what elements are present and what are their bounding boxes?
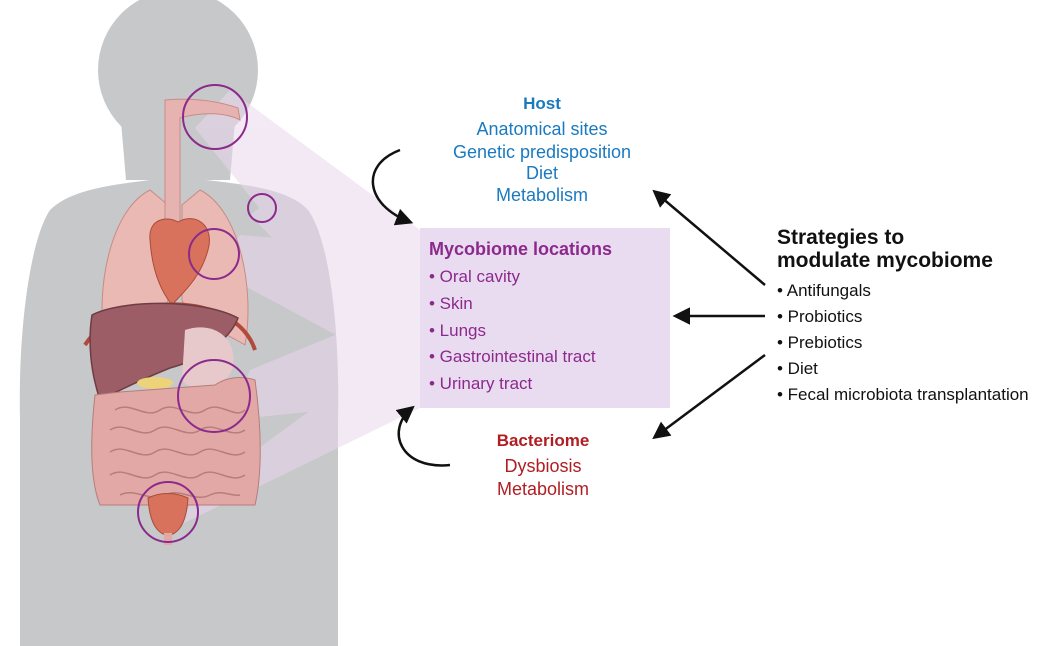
strategies-to-bacteriome-arrow xyxy=(652,353,766,440)
strategy-prebiotics: • Prebiotics xyxy=(777,333,863,352)
bacteriome-title: Bacteriome xyxy=(496,431,590,450)
skin-circle xyxy=(247,193,277,223)
strategy-probiotics: • Probiotics xyxy=(777,307,863,326)
lungs-circle xyxy=(188,228,240,280)
location-skin: • Skin xyxy=(429,294,473,313)
strategy-antifungals: • Antifungals xyxy=(777,281,871,300)
host-to-locations-arrow xyxy=(371,148,414,226)
strategies-title: Strategies to modulate mycobiome xyxy=(777,226,993,272)
strategies-title-line1: Strategies to xyxy=(777,226,905,249)
bacteriome-item-dysbiosis: Dysbiosis xyxy=(504,456,582,476)
location-urinary-tract: • Urinary tract xyxy=(429,374,533,393)
urinary-tract-circle xyxy=(137,481,199,543)
stomach xyxy=(137,327,234,390)
gastrointestinal-circle xyxy=(177,359,251,433)
esophagus-icon xyxy=(164,98,241,231)
bladder-icon xyxy=(147,493,189,545)
mycobiome-title: Mycobiome locations xyxy=(429,239,613,259)
mycobiome-locations-box xyxy=(420,228,670,408)
location-oral-cavity: • Oral cavity xyxy=(429,267,520,286)
location-gastrointestinal-tract: • Gastrointestinal tract xyxy=(429,347,596,366)
highlight-circles xyxy=(137,84,277,543)
intestines-icon xyxy=(91,377,261,506)
strategies-title-line2: modulate mycobiome xyxy=(777,249,993,273)
host-item-metabolism: Metabolism xyxy=(495,185,589,205)
strategy-diet: • Diet xyxy=(777,359,818,378)
strategies-to-host-arrow xyxy=(652,189,766,286)
bacteriome-to-locations-arrow xyxy=(395,405,451,467)
strategy-fecal-microbiota-transplantation: • Fecal microbiota transplantation xyxy=(777,385,1029,404)
bacteriome-item-metabolism: Metabolism xyxy=(496,479,590,499)
host-item-diet: Diet xyxy=(525,163,559,183)
arrows xyxy=(371,148,766,467)
location-lungs: • Lungs xyxy=(429,321,486,340)
host-item-anatomical-sites: Anatomical sites xyxy=(476,119,608,139)
heart-icon xyxy=(149,218,210,306)
oral-cavity-circle xyxy=(182,84,248,150)
host-title: Host xyxy=(523,94,561,113)
host-item-genetic-predisposition: Genetic predisposition xyxy=(452,142,632,162)
